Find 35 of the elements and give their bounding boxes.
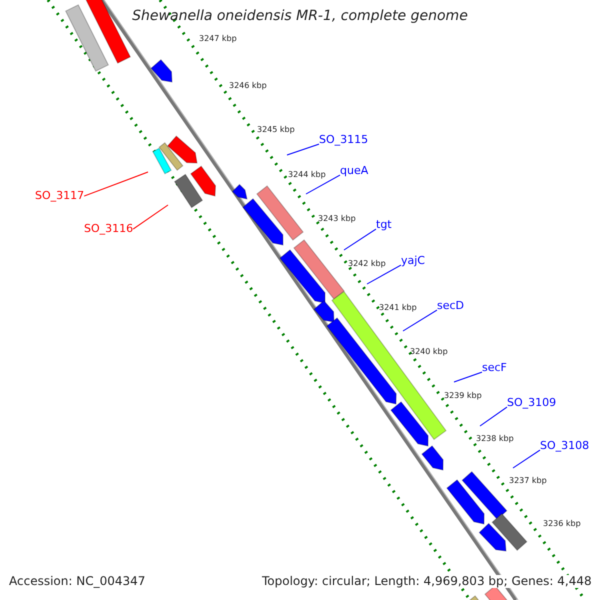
gene-label: secD: [437, 300, 464, 312]
scale-label: 3241 kbp: [379, 304, 417, 313]
scale-label: 3237 kbp: [509, 477, 547, 486]
gene-label: SO_3109: [507, 397, 556, 410]
gene-label: tgt: [376, 219, 392, 232]
scale-label: 3236 kbp: [543, 520, 581, 529]
leader-line: [344, 228, 376, 250]
leader-line: [402, 310, 438, 332]
scale-label: 3244 kbp: [288, 171, 326, 180]
leader-line: [366, 264, 402, 284]
gene-label: SO_3116: [84, 223, 134, 236]
scale-label: 3247 kbp: [199, 35, 237, 44]
leader-line: [84, 172, 148, 197]
scale-label: 3246 kbp: [229, 82, 267, 91]
leader-line: [306, 174, 340, 194]
scale-label: 3242 kbp: [348, 260, 386, 269]
accession-text: Accession: NC_004347: [9, 575, 146, 588]
gene-label: SO_3115: [319, 134, 368, 146]
leader-line: [454, 372, 482, 382]
leader-line: [132, 204, 168, 230]
scale-label: 3240 kbp: [410, 348, 448, 357]
title: Shewanella oneidensis MR-1, complete genome: [131, 9, 469, 24]
genome-info-text: Topology: circular; Length: 4,969,803 bp; Genes: 4,448: [262, 575, 592, 588]
gene-label: queA: [340, 165, 368, 178]
leader-line: [286, 144, 320, 156]
leader-line: [480, 406, 508, 426]
scale-label: 3245 kbp: [257, 126, 295, 135]
scale-label: 3238 kbp: [476, 435, 514, 444]
gene-label: secF: [482, 362, 507, 374]
gene-label: SO_3117: [35, 190, 84, 202]
scale-label: 3243 kbp: [318, 215, 356, 224]
scale-label: 3239 kbp: [444, 392, 482, 401]
gene-label: yajC: [401, 255, 425, 268]
leader-line: [512, 450, 540, 468]
gene-label: SO_3108: [540, 440, 590, 452]
